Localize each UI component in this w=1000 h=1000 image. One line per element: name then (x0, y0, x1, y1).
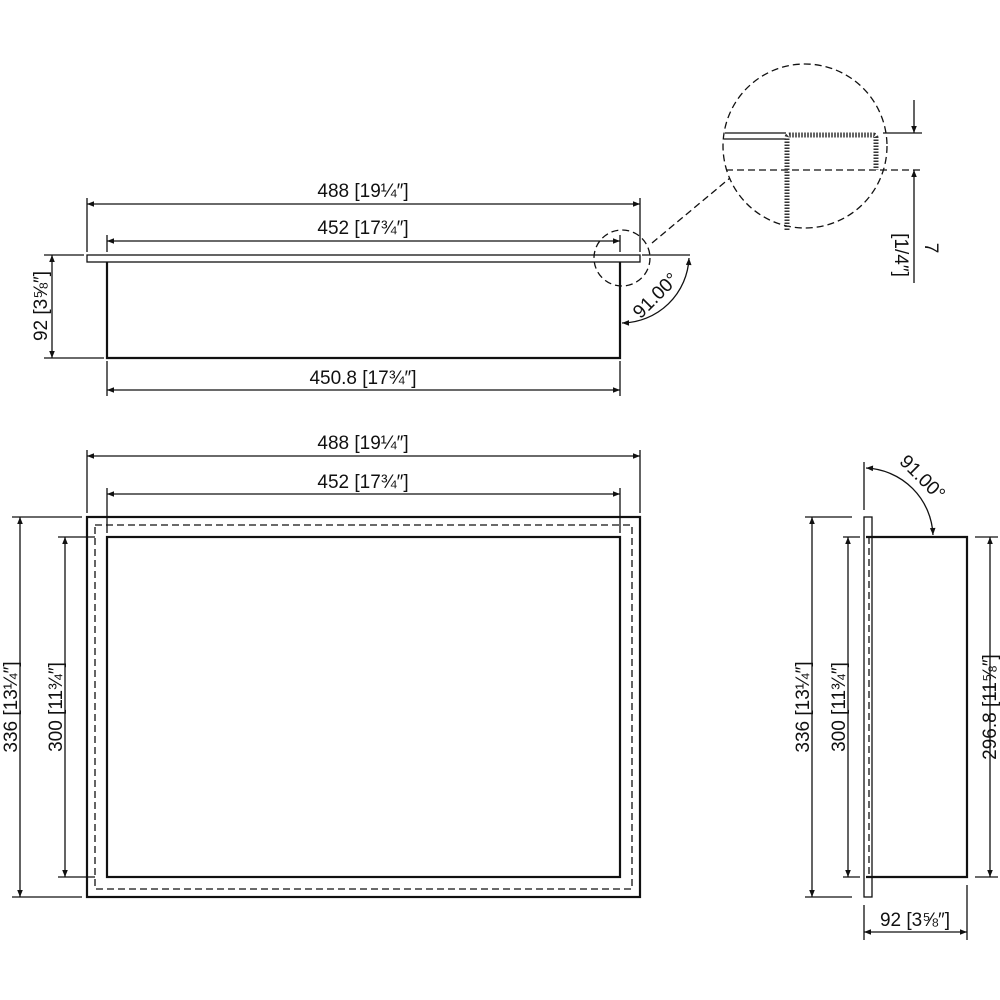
dim-back-width: 450.8 [17¾″] (309, 368, 416, 389)
detail-thickness: 7 (920, 243, 941, 254)
dim-overall-height: 336 [13¼″] (793, 661, 814, 752)
dim-overall-width: 488 [19¼″] (317, 433, 408, 454)
opening-outline (105, 535, 622, 879)
flange-section (784, 132, 879, 230)
dim-opening-width: 452 [17¾″] (317, 218, 408, 239)
body-side (866, 535, 969, 879)
detail-thickness-in: [1/4″] (890, 233, 911, 277)
dim-depth: 92 [3⅝″] (880, 910, 950, 931)
flange-outline (86, 254, 641, 263)
front-view: 488 [19¼″] 452 [17¾″] 336 [13¼″] 300 [11… (1, 433, 642, 899)
detail-leader (651, 177, 731, 244)
flange-side (863, 516, 873, 898)
top-view: 488 [19¼″] 452 [17¾″] 92 [3⅝″] 450.8 [17… (31, 177, 731, 396)
dim-opening-height: 300 [11¾″] (46, 662, 67, 752)
dim-opening-width: 452 [17¾″] (317, 472, 408, 493)
body-outline (105, 262, 622, 360)
detail-circle (722, 63, 888, 229)
dim-opening-height: 300 [11¾″] (829, 662, 850, 752)
dim-overall-height: 336 [13¼″] (1, 661, 22, 752)
angle-label: 91.00° (895, 451, 949, 505)
detail-marker-circle (593, 229, 651, 287)
flange-outer (85, 515, 642, 899)
detail-view: 7 [1/4″] (722, 63, 941, 283)
side-view: 91.00° 336 [13¼″] 300 [11¾″] 296.8 [11⅝″… (793, 451, 1000, 940)
dim-depth: 92 [3⅝″] (31, 271, 52, 341)
angle-arc (621, 257, 692, 326)
dim-overall-width: 488 [19¼″] (317, 181, 408, 202)
dim-back-height: 296.8 [11⅝″] (980, 654, 1000, 760)
